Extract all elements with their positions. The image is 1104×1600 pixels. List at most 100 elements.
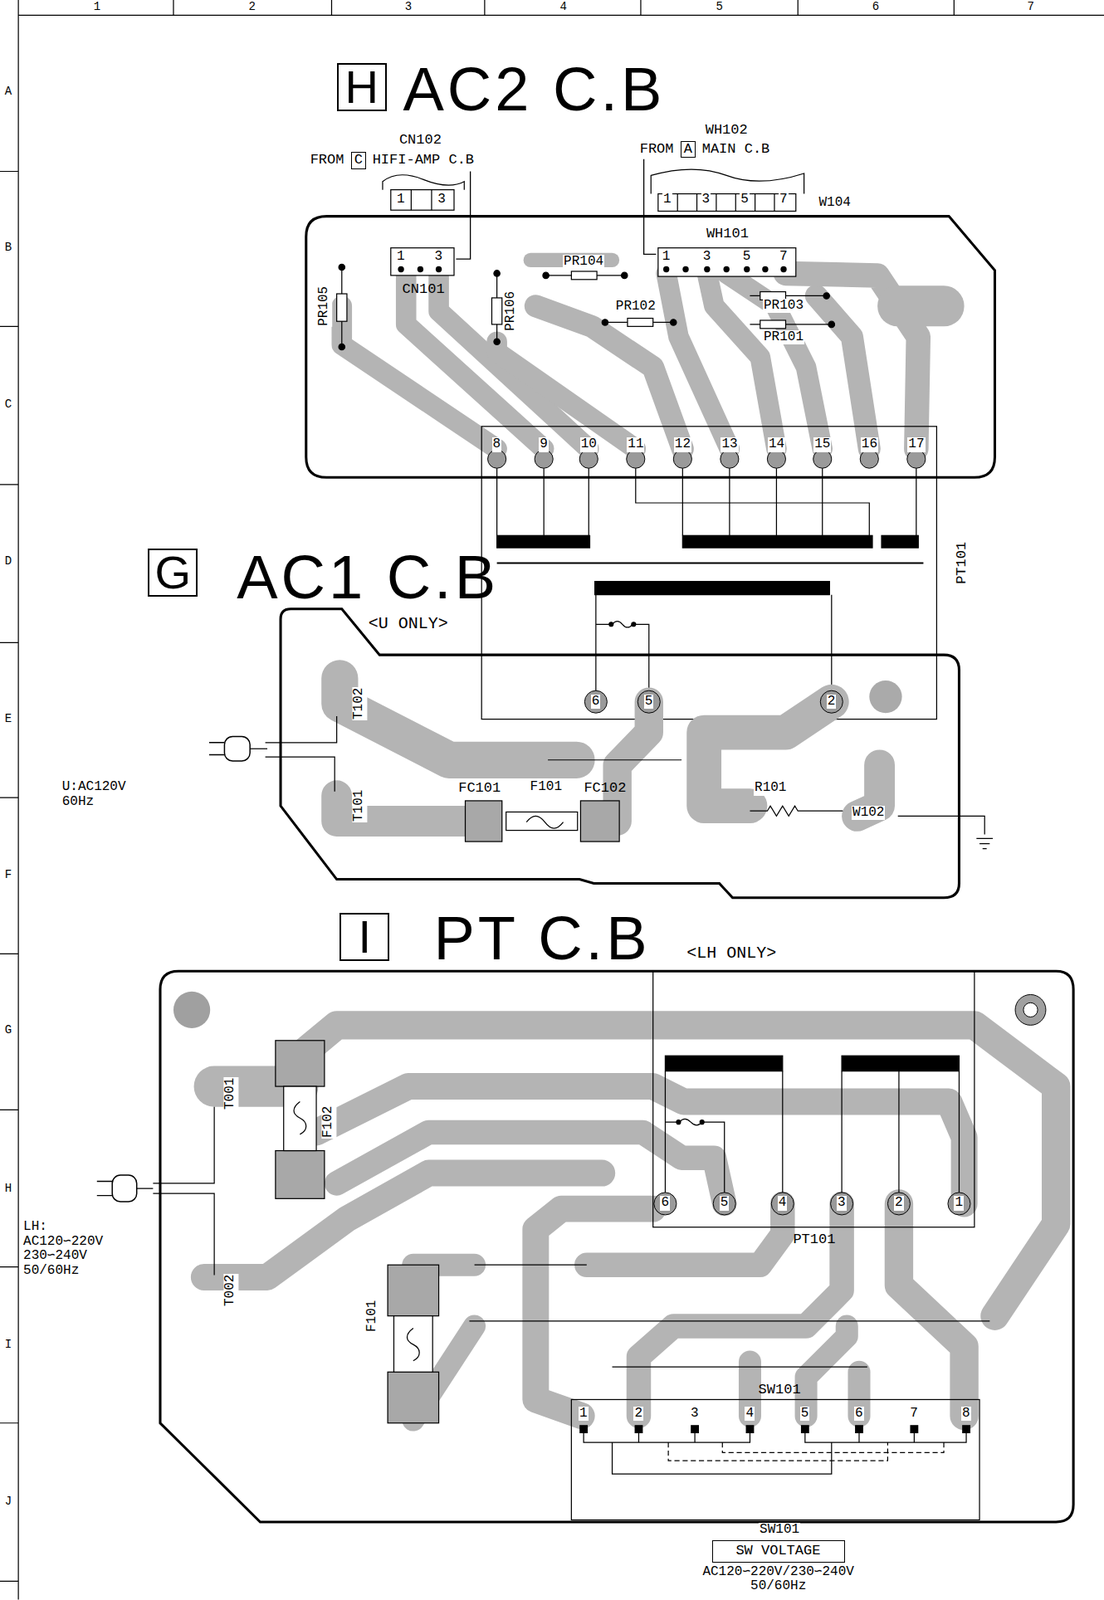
resistor-symbol (828, 321, 835, 328)
resistor-symbol (601, 319, 608, 326)
pin-number: 8 (492, 437, 503, 453)
board-letter: I (339, 913, 390, 962)
part-name: FROM (310, 152, 345, 169)
transformer-symbol (653, 971, 975, 1228)
transformer-symbol (497, 468, 917, 536)
part-name: PR103 (762, 298, 805, 314)
wire (547, 759, 682, 761)
grid-reference: H (4, 1182, 13, 1196)
part-name: SW VOLTAGE (735, 1543, 821, 1560)
pin-number: 1 (661, 249, 672, 265)
fuse-symbol (406, 1328, 420, 1361)
wire (749, 806, 843, 816)
switch-contact (579, 1425, 588, 1434)
pin-number: 1 (953, 1196, 964, 1212)
pin-number: 6 (854, 1406, 865, 1422)
grid-reference: 1 (92, 0, 102, 14)
board-letter: H (337, 63, 387, 112)
pin-number: 3 (836, 1196, 847, 1212)
circuit-board: GAC1 C.B<U ONLY>FC101FC102 (142, 542, 965, 903)
connector-pins (382, 175, 465, 191)
fuse-symbol (465, 801, 503, 842)
pin-number: 14 (767, 437, 786, 453)
resistor-symbol (621, 272, 628, 279)
part-name: PR106 (503, 290, 519, 333)
voltage-note: U:AC120V 60Hz (61, 780, 142, 810)
pin-dot (703, 266, 710, 273)
solder-pad (766, 449, 786, 469)
fuse-clip: FC102 (571, 778, 639, 800)
pin-dot (417, 266, 424, 273)
solder-pad (488, 449, 507, 469)
pin-number: 11 (626, 437, 645, 453)
transformer-symbol (881, 535, 919, 548)
solder-pad (887, 1192, 910, 1216)
connector-pins (382, 169, 805, 277)
part-name: WH101 (706, 226, 749, 243)
switch-contact (690, 1425, 699, 1434)
switch-contact (801, 1425, 810, 1434)
connector: WH101 (655, 224, 799, 282)
connector-pins (658, 194, 797, 212)
board-outline (160, 971, 1074, 1523)
part-name: W102 (851, 806, 885, 821)
copper-trace (857, 765, 880, 816)
fuse-symbol (275, 1040, 325, 1087)
pin-number: 5 (719, 1196, 730, 1212)
transformer-symbol (679, 1118, 703, 1125)
transformer-symbol (497, 562, 924, 565)
wire (468, 1265, 990, 1368)
part-name: HIFI-AMP C.B (372, 152, 474, 169)
board-outline (306, 216, 996, 479)
resistor-symbol (760, 292, 787, 301)
solder-pad (869, 680, 902, 714)
part-name: T002 (223, 1274, 239, 1308)
circuit-board: HAC2 C.BCN101WH101 (303, 57, 1000, 482)
resistor-symbol (493, 338, 500, 345)
solder-pad (820, 690, 843, 714)
mounting-hole (173, 991, 1046, 1029)
pin-number: 1 (395, 249, 406, 265)
wire (136, 1107, 215, 1276)
copper-trace (703, 702, 832, 807)
pin-number: 8 (961, 1406, 972, 1422)
pin-number: 3 (689, 1406, 700, 1422)
pin-number: 3 (702, 249, 713, 265)
harness-header: CN102FROMCHIFI-AMP C.B (306, 128, 533, 172)
fuse-symbol (506, 811, 578, 831)
pin-dot (682, 266, 689, 273)
pin-dot (723, 266, 730, 273)
board-outline (280, 609, 959, 899)
pin-number: 6 (659, 1196, 670, 1212)
power-plug (209, 736, 250, 762)
power-plug (224, 736, 250, 762)
pin-dot (663, 266, 670, 273)
switch-symbol (805, 1433, 967, 1443)
grid-reference: 5 (715, 0, 724, 14)
solder-pad (859, 449, 879, 469)
copper-trace (339, 678, 577, 760)
grid-reference: C (4, 398, 13, 411)
copper-trace (341, 259, 944, 449)
part-name: WH102 (705, 122, 748, 139)
pin-number: 5 (742, 249, 753, 265)
grid-reference: 4 (559, 0, 568, 14)
transformer-symbol (609, 622, 614, 627)
wire (898, 815, 993, 849)
connector-pins (390, 190, 455, 211)
part-name: PR102 (615, 299, 657, 315)
power-plug (112, 1175, 137, 1202)
resistor-symbol (338, 263, 345, 270)
transformer-symbol (682, 535, 873, 548)
part-name: SW101 (758, 1382, 802, 1399)
switch-contact (854, 1425, 864, 1434)
solder-pad (534, 449, 553, 469)
pin-dot (780, 266, 787, 273)
board-letter: C (351, 151, 367, 170)
copper-trace (497, 341, 636, 450)
board-note: <U ONLY> (368, 615, 449, 634)
part-name: CN101 (402, 282, 445, 298)
